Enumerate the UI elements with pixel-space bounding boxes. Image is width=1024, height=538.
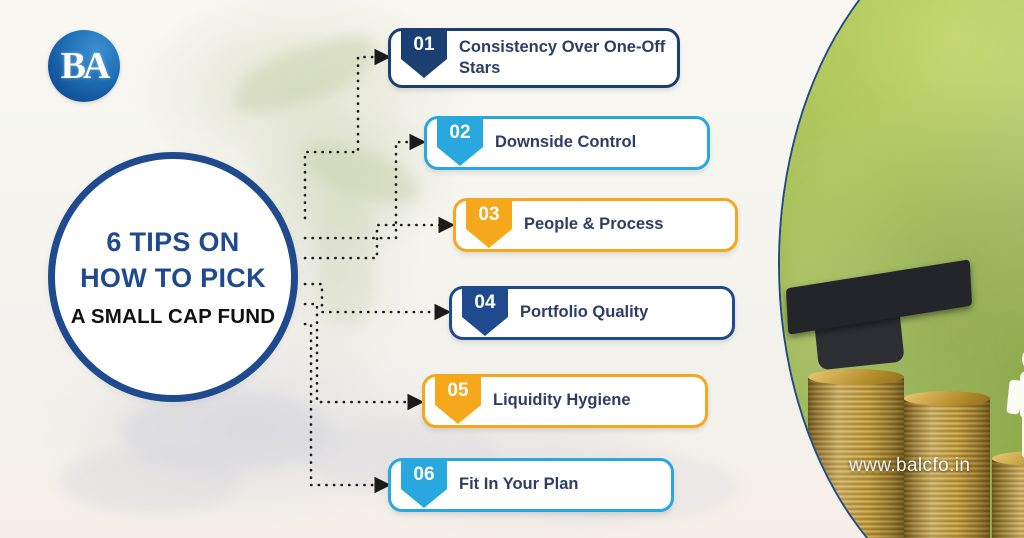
- tip-badge-4: 04: [462, 286, 508, 336]
- tip-number-4: 04: [474, 292, 496, 313]
- tip-item-1[interactable]: 01 Consistency Over One-Off Stars: [388, 28, 680, 88]
- hero-photo-circle: [778, 0, 1024, 538]
- tip-badge-3: 03: [466, 198, 512, 248]
- coin-stack-3: [992, 458, 1024, 538]
- tip-item-5[interactable]: 05 Liquidity Hygiene: [422, 374, 708, 428]
- tip-number-2: 02: [449, 122, 471, 143]
- background-leaf-3: [318, 196, 374, 326]
- title-circle: 6 TIPS ON HOW TO PICK A SMALL CAP FUND: [48, 152, 298, 402]
- coin-stack-2-top: [904, 391, 990, 406]
- website-url[interactable]: www.balcfo.in: [849, 455, 971, 476]
- coin-stack-1-top: [808, 369, 904, 385]
- hero-photo: [780, 0, 1024, 538]
- tip-badge-5: 05: [435, 374, 481, 424]
- background-coin-2: [60, 448, 240, 514]
- tip-label-6: Fit In Your Plan: [459, 475, 579, 494]
- brand-logo[interactable]: BA: [48, 30, 120, 102]
- coin-stack-2: [904, 398, 990, 538]
- title-line-1: 6 TIPS ON: [106, 226, 240, 257]
- title-line-2: HOW TO PICK: [80, 262, 266, 293]
- paper-figure-adult: [1002, 346, 1024, 458]
- title-line-3: A SMALL CAP FUND: [70, 305, 276, 329]
- tip-badge-2: 02: [437, 116, 483, 166]
- tip-badge-6: 06: [401, 458, 447, 508]
- background-coin-1: [120, 392, 330, 470]
- coin-stack-3-top: [992, 451, 1024, 466]
- tip-number-1: 01: [413, 34, 435, 55]
- tip-item-6[interactable]: 06 Fit In Your Plan: [388, 458, 674, 512]
- tip-item-2[interactable]: 02 Downside Control: [424, 116, 710, 170]
- tip-item-4[interactable]: 04 Portfolio Quality: [449, 286, 735, 340]
- tip-label-1: Consistency Over One-Off Stars: [459, 37, 666, 77]
- tip-label-4: Portfolio Quality: [520, 303, 649, 322]
- tip-item-3[interactable]: 03 People & Process: [453, 198, 738, 252]
- coin-stack-1: [808, 376, 904, 538]
- tip-label-5: Liquidity Hygiene: [493, 391, 631, 410]
- tip-number-6: 06: [413, 464, 435, 485]
- tip-label-2: Downside Control: [495, 133, 637, 152]
- brand-logo-text: BA: [60, 45, 111, 87]
- tip-number-3: 03: [478, 204, 500, 225]
- tip-number-5: 05: [447, 380, 469, 401]
- tip-label-3: People & Process: [524, 215, 664, 234]
